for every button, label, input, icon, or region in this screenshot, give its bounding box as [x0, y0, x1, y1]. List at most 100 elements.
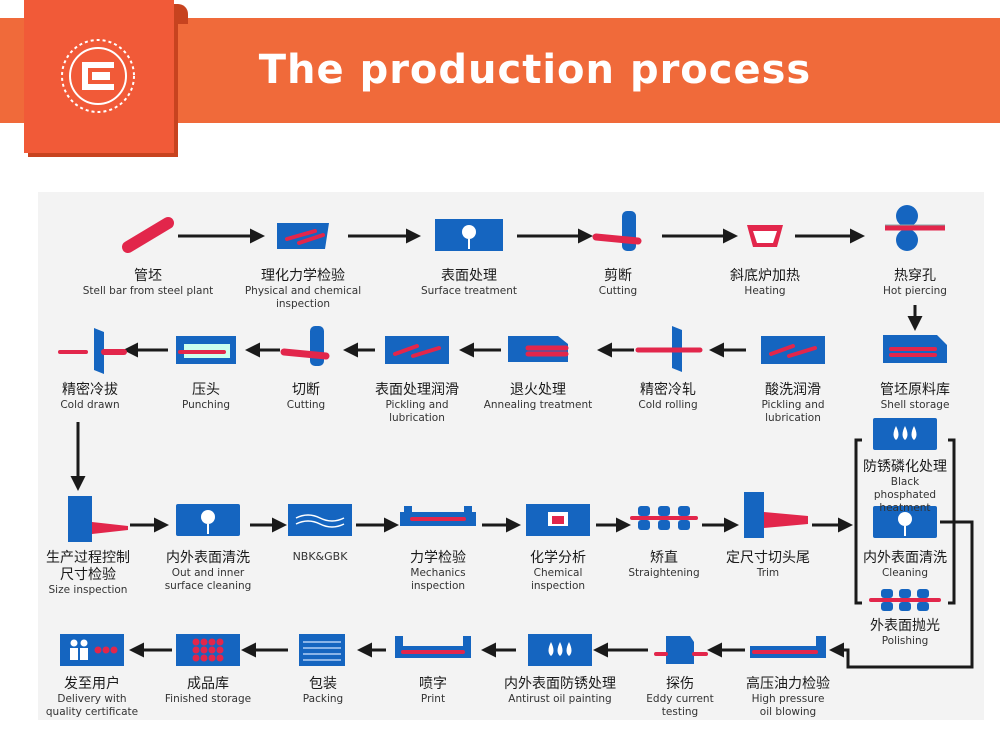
- tab-fold: [174, 4, 188, 24]
- cold-drawn-icon: [58, 328, 127, 374]
- step-name-en: Surface treatment: [420, 285, 518, 297]
- mechanics-icon: [400, 506, 476, 526]
- step-name-cn: 精密冷拔: [62, 382, 118, 398]
- step-name-en: inspection: [410, 580, 466, 592]
- cutting-icon: [280, 326, 330, 366]
- step-name-en: Shell storage: [880, 399, 950, 411]
- step-name-en: testing: [661, 706, 699, 718]
- step-name-cn: 内外表面清洗: [863, 550, 947, 566]
- eddy-current-icon: [654, 636, 708, 664]
- polishing-icon: [869, 589, 941, 611]
- step-name-cn: 退火处理: [510, 382, 566, 398]
- step-name-en: Mechanics: [410, 567, 466, 579]
- cold-rolling-icon: [635, 326, 703, 372]
- step-name-cn: 热穿孔: [893, 268, 936, 284]
- step-name-en: Pickling and: [385, 399, 449, 411]
- step-name-en: Punching: [181, 399, 231, 411]
- step-name-en: Cutting: [286, 399, 326, 411]
- oil-blowing-icon: [750, 636, 826, 658]
- step-name-cn: 酸洗润滑: [765, 382, 821, 398]
- step-name-en: Polishing: [881, 635, 929, 647]
- step-name-en: NBK&GBK: [292, 550, 348, 563]
- annealing-icon: [508, 336, 569, 362]
- step-name-cn: 内外表面清洗: [166, 550, 250, 566]
- piercing-icon: [885, 205, 945, 251]
- step-name-en: Pickling and: [761, 399, 825, 411]
- step-name-en: Eddy current: [646, 693, 714, 705]
- step-name-cn: 尺寸检验: [60, 567, 116, 583]
- step-name-cn: 内外表面防锈处理: [504, 676, 616, 692]
- shell-storage-icon: [883, 335, 947, 363]
- step-name-en: Physical and chemical: [244, 285, 362, 297]
- step-name-en: Cutting: [598, 285, 638, 297]
- step-name-cn: 矫直: [650, 550, 678, 566]
- flow-connector: [838, 520, 974, 669]
- step-name-en: Delivery with: [57, 693, 127, 705]
- step-name-cn: 成品库: [187, 676, 229, 692]
- step-name-en: Cold rolling: [638, 399, 698, 411]
- step-name-en: Cold drawn: [60, 399, 120, 411]
- step-name-cn: 定尺寸切头尾: [726, 550, 810, 566]
- step-name-cn: 喷字: [419, 676, 447, 692]
- logo-tab: [24, 0, 188, 153]
- steel-bar-icon: [122, 217, 174, 253]
- cleaning-icon: [176, 504, 240, 536]
- chemical-analysis-icon: [526, 504, 590, 536]
- step-name-en: Cleaning: [881, 567, 929, 579]
- step-name-en: Packing: [302, 693, 344, 705]
- step-name-cn: 切断: [292, 382, 320, 398]
- cutting-icon: [592, 211, 642, 251]
- step-name-en: High pressure: [751, 693, 825, 705]
- step-name-cn: 斜底炉加热: [730, 268, 800, 284]
- process-flow-canvas: [58, 205, 974, 669]
- step-name-en: Annealing treatment: [483, 399, 593, 411]
- step-name-en: lubrication: [765, 412, 821, 424]
- step-name-cn: 发至用户: [64, 676, 120, 692]
- step-name-cn: 精密冷轧: [639, 382, 696, 398]
- step-name-en: quality certificate: [45, 706, 139, 718]
- step-icons: [58, 205, 947, 666]
- step-name-en: Straightening: [628, 567, 700, 579]
- step-name-en: Finished storage: [164, 693, 252, 705]
- phosphating-icon: [873, 418, 937, 450]
- step-name-cn: 探伤: [666, 676, 694, 692]
- step-name-cn: 化学分析: [530, 550, 586, 566]
- nbk-gbk-icon: [288, 504, 352, 536]
- step-name-cn: 剪断: [604, 268, 632, 284]
- step-name-cn: 防锈磷化处理: [863, 459, 947, 475]
- step-name-en: Heating: [744, 285, 786, 297]
- step-name-en: Trim: [756, 567, 780, 579]
- page-title: The production process: [258, 47, 812, 93]
- cleaning-icon: [873, 506, 937, 538]
- finished-storage-icon: [176, 634, 240, 666]
- step-name-en: heatment: [879, 502, 931, 514]
- step-name-cn: 压头: [192, 382, 220, 398]
- step-name-cn: 管坯原料库: [880, 382, 950, 398]
- step-name-en: Black: [890, 476, 920, 488]
- step-name-en: Chemical: [533, 567, 583, 579]
- surface-treatment-icon: [435, 219, 503, 251]
- step-name-en: Hot piercing: [883, 285, 947, 297]
- step-name-en: Size inspection: [48, 584, 128, 596]
- straightening-icon: [630, 506, 698, 530]
- step-name-cn: 表面处理: [440, 268, 497, 284]
- trim-icon: [744, 492, 808, 538]
- delivery-icon: [60, 634, 124, 666]
- step-name-en: Out and inner: [171, 567, 245, 579]
